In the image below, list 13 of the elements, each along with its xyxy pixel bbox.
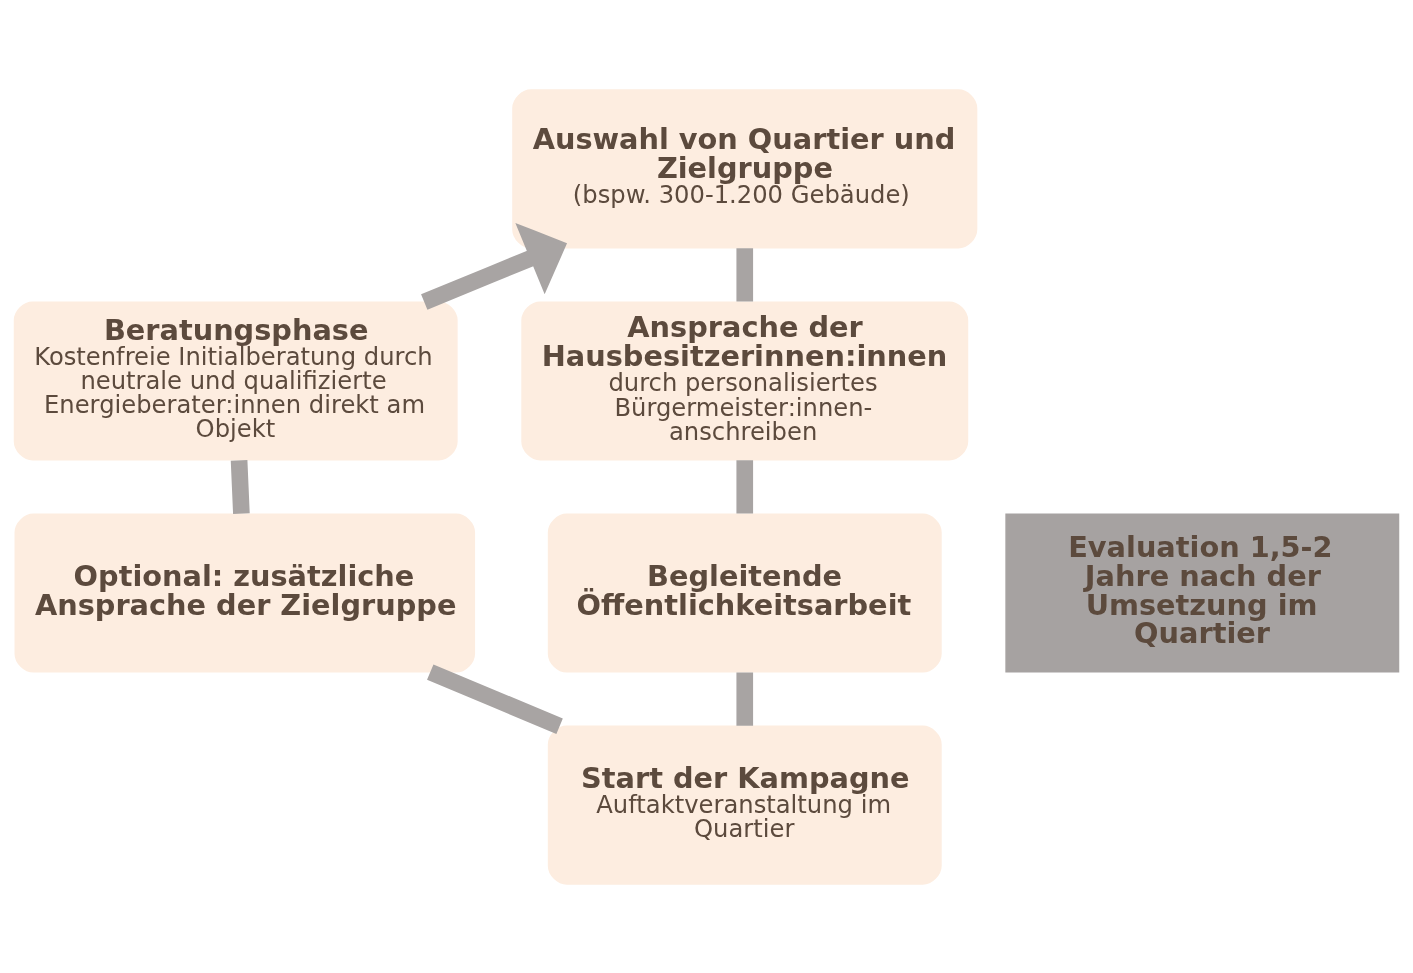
connector <box>736 247 754 301</box>
node-box: Beratungsphase Kostenfreie Initialberatung durch neutrale und qualifizierte Energieberater:innen direkt am Objekt <box>13 300 458 460</box>
node-box: Evaluation 1,5-2 Jahre nach der Umsetzung im Quartier <box>1005 513 1400 673</box>
node-box: Start der Kampagne Auftaktveranstaltung im Quartier <box>547 725 942 885</box>
node-box: Ansprache der Hausbesitzerinnen:innen durch personalisiertes Bürgermeister:innen-anschreiben <box>521 300 969 460</box>
connector <box>427 663 563 734</box>
node-box: Optional: zusätzliche Ansprache der Zielgruppe <box>14 513 476 673</box>
node-box: Begleitende Öffentlichkeitsarbeit <box>547 513 942 673</box>
connector <box>230 459 250 514</box>
node-box: Auswahl von Quartier und Zielgruppe (bspw. 300-1.200 Gebäude) <box>512 88 978 248</box>
connector <box>736 671 754 726</box>
arrow <box>421 222 568 310</box>
connector <box>736 459 754 514</box>
